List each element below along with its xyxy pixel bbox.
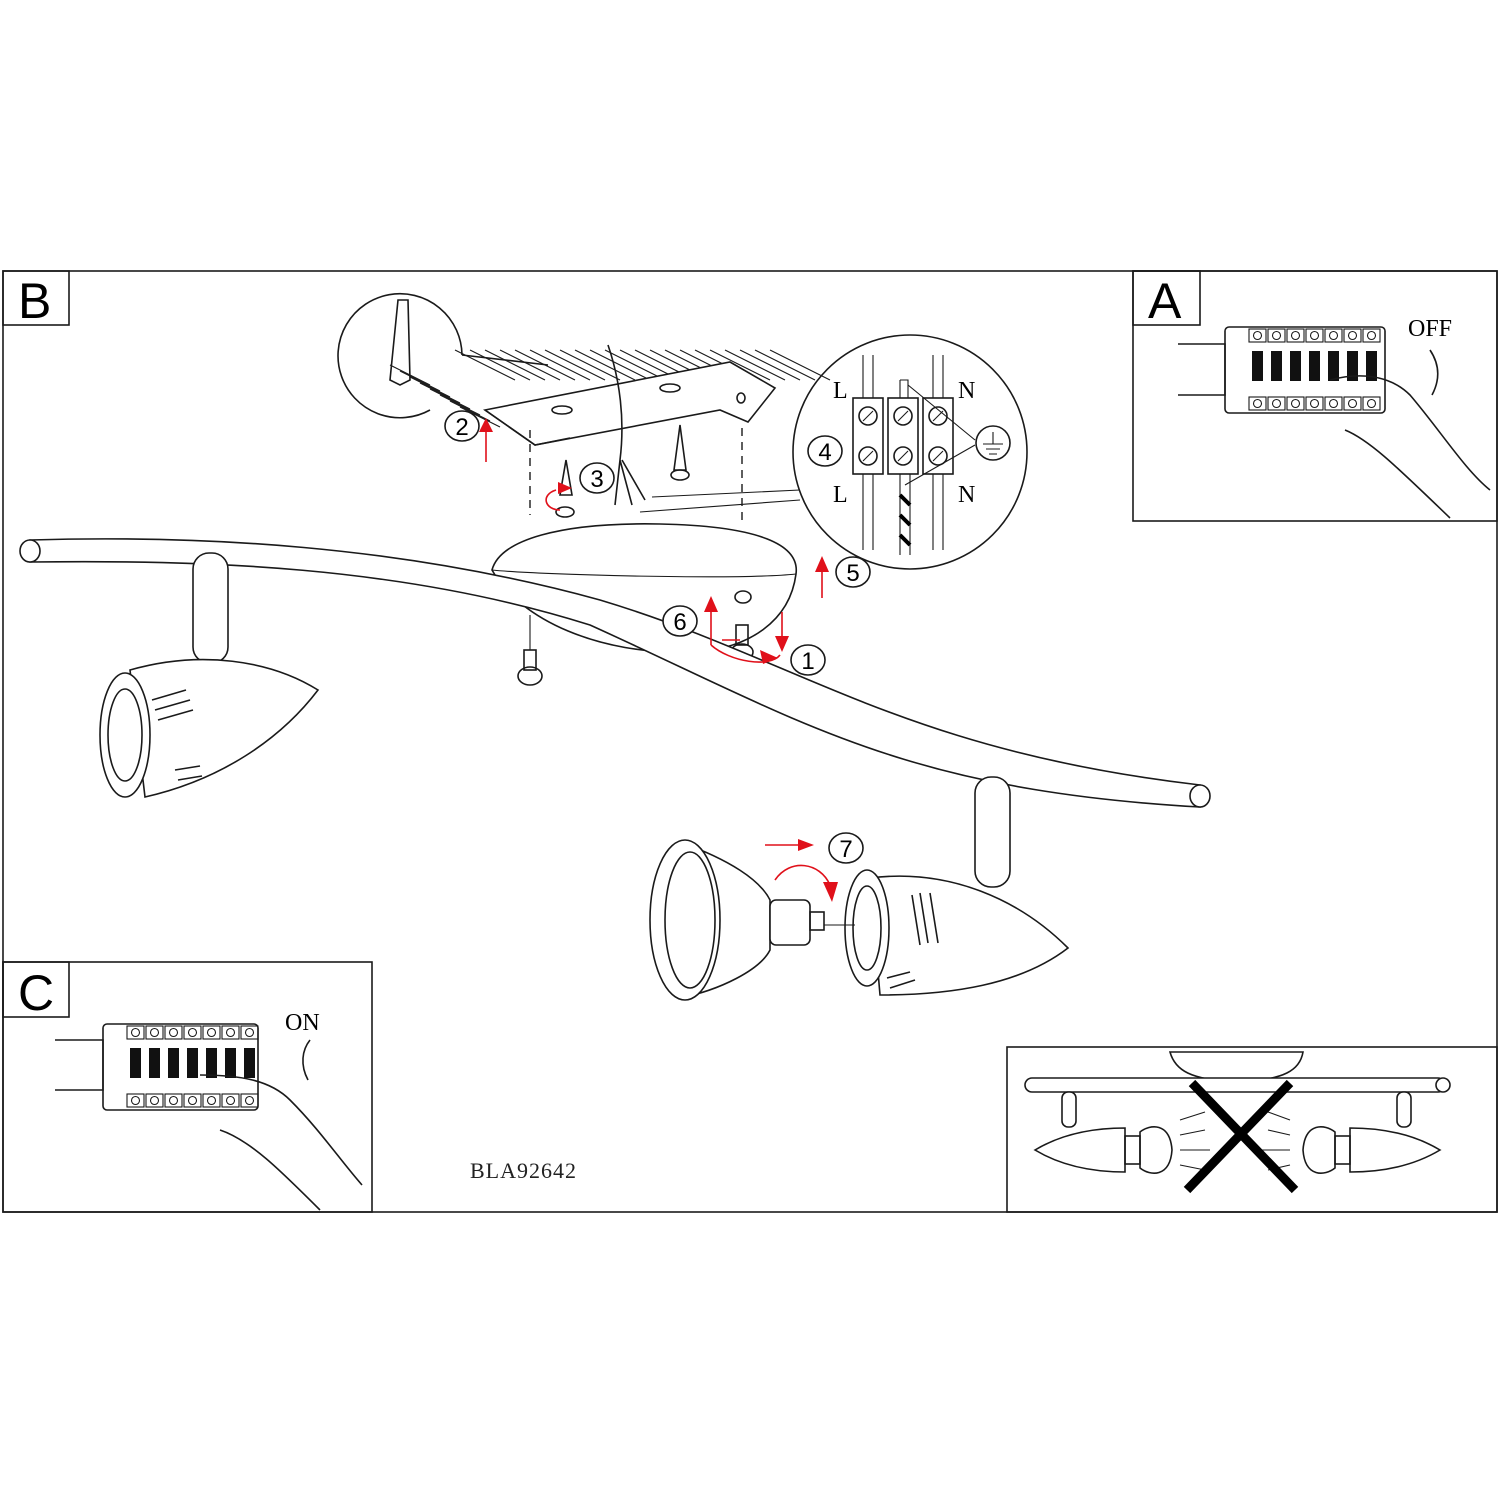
terminal-screw <box>928 406 948 426</box>
step-number: 1 <box>801 648 814 675</box>
panel-b-label: B <box>18 273 51 329</box>
on-breaker <box>126 1025 145 1108</box>
step-number: 7 <box>839 836 852 863</box>
wire-label-bottom-n: N <box>958 482 975 508</box>
on-breaker <box>164 1025 183 1108</box>
gu10-bulb <box>649 839 855 1001</box>
canopy <box>491 523 797 686</box>
step-5-badge: 5 <box>835 556 871 588</box>
spotlight-right <box>844 776 1070 996</box>
earth-ground-icon <box>975 425 1011 461</box>
warning-panel-frame <box>1006 1046 1498 1213</box>
panel-c-label-box <box>2 961 70 1018</box>
wire-label-bottom-l: L <box>833 482 848 508</box>
off-breaker <box>1267 328 1286 411</box>
arrow-up-icon <box>302 1039 311 1081</box>
terminal-screw <box>893 406 913 426</box>
panel-c-frame <box>2 961 373 1213</box>
spotlight-bar <box>19 538 1211 808</box>
panel-a-label: A <box>1148 273 1182 329</box>
on-breaker <box>202 1025 221 1108</box>
terminal-screw <box>928 446 948 466</box>
step-2-badge: 2 <box>444 410 480 442</box>
switch-state-on: ON <box>285 1010 320 1036</box>
panel-b-frame <box>2 270 1498 1213</box>
hand-icon <box>199 1074 363 1186</box>
step-4-badge: 4 <box>807 435 843 467</box>
panel-a-label-box <box>1132 270 1201 326</box>
terminal-screw <box>858 446 878 466</box>
terminal-screw <box>893 446 913 466</box>
step-number: 5 <box>846 560 859 587</box>
step-arrows <box>479 418 838 902</box>
prohibited-x-icon <box>1183 1079 1299 1194</box>
step-6-badge: 6 <box>662 605 698 637</box>
off-breaker <box>1324 328 1343 411</box>
wire-label-top-n: N <box>958 378 975 404</box>
wiring-callout <box>639 334 1028 570</box>
off-breaker <box>1305 328 1324 411</box>
ceiling-bracket <box>389 344 831 506</box>
wall-plug-callout <box>337 292 549 419</box>
step-number: 2 <box>455 414 468 441</box>
off-breaker <box>1362 328 1381 411</box>
breaker-box-on <box>55 1023 363 1211</box>
step-1-badge: 1 <box>790 644 826 676</box>
arrow-down-icon <box>1429 349 1439 396</box>
on-breaker <box>240 1025 259 1108</box>
panel-a-frame <box>1132 270 1498 522</box>
step-number: 4 <box>818 439 831 466</box>
terminal-screw <box>858 406 878 426</box>
off-breaker <box>1343 328 1362 411</box>
spotlight-left <box>99 552 320 798</box>
panel-c-label: C <box>18 965 54 1021</box>
off-breaker <box>1248 328 1267 411</box>
on-breaker <box>145 1025 164 1108</box>
on-breaker <box>183 1025 202 1108</box>
screws <box>529 424 743 525</box>
warning-illustration <box>1024 1051 1451 1194</box>
step-7-badge: 7 <box>828 832 864 864</box>
step-3-badge: 3 <box>579 462 615 494</box>
off-breaker <box>1286 328 1305 411</box>
wall-plug-icon <box>389 299 411 386</box>
breaker-box-off <box>1178 326 1491 519</box>
hand-icon <box>1329 375 1491 491</box>
model-code: BLA92642 <box>470 1158 577 1183</box>
wire-label-top-l: L <box>833 378 848 404</box>
panel-b-label-box <box>2 270 70 326</box>
mains-cable <box>607 344 646 506</box>
switch-state-off: OFF <box>1408 316 1452 342</box>
step-number: 3 <box>590 466 603 493</box>
on-breaker <box>221 1025 240 1108</box>
step-number: 6 <box>673 609 686 636</box>
